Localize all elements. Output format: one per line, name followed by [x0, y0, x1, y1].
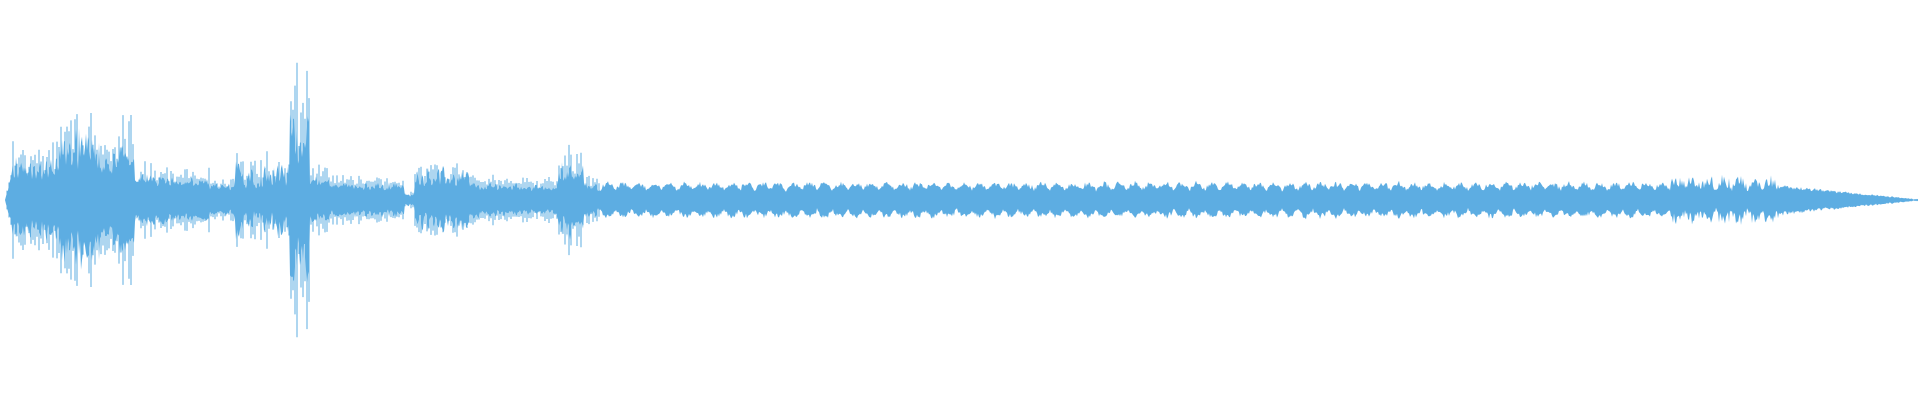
- waveform-group: [5, 62, 1918, 338]
- waveform-shape: [5, 109, 1918, 290]
- waveform-spikes: [6, 62, 600, 338]
